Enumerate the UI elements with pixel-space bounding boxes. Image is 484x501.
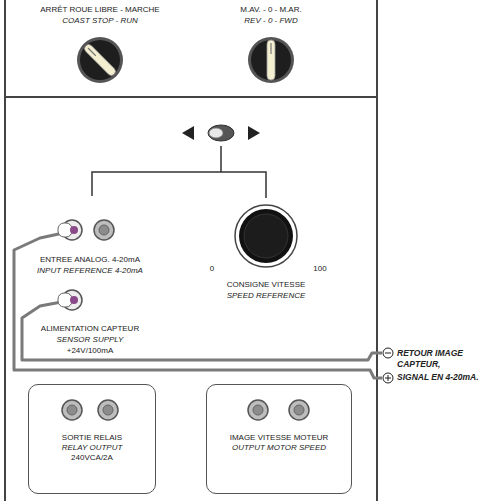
- jack-with-plug: [58, 220, 82, 240]
- panel-label: CONSIGNE VITESSE: [226, 280, 307, 290]
- panel-label: ALIMENTATION CAPTEUR: [40, 324, 140, 334]
- block-label: RELAY OUTPUT: [33, 443, 151, 453]
- panel-label: 100: [312, 264, 327, 274]
- block-label: SORTIE RELAIS: [33, 433, 151, 443]
- polarity-symbol: [383, 348, 393, 383]
- jack: [94, 220, 114, 240]
- callout-text: SIGNAL EN 4-20mA.: [396, 372, 484, 383]
- speed-knob: [235, 205, 297, 267]
- jack-pair: [62, 400, 309, 420]
- panel-label: +24V/100mA: [66, 346, 114, 356]
- callout-text: RETOUR IMAGE CAPTEUR,: [396, 348, 482, 370]
- panel-label: COAST STOP - RUN: [61, 16, 139, 26]
- panel-label: M.AV. - 0 - M.AR.: [239, 5, 302, 15]
- rotary-switch: [248, 37, 294, 83]
- panel-housing: [5, 0, 377, 501]
- block-label: IMAGE VITESSE MOTEUR: [211, 433, 347, 443]
- connector-block: IMAGE VITESSE MOTEUROUTPUT MOTOR SPEED: [206, 384, 352, 494]
- panel-label: INPUT REFERENCE 4-20mA: [36, 266, 144, 276]
- connector-block: SORTIE RELAISRELAY OUTPUT240VCA/2A: [28, 384, 156, 494]
- jack-with-plug: [58, 290, 82, 310]
- panel-divider: [5, 96, 377, 98]
- panel-label: ENTREE ANALOG. 4-20mA: [39, 255, 141, 265]
- panel-label: 0: [209, 264, 215, 274]
- panel-label: SPEED REFERENCE: [226, 291, 307, 301]
- rotary-switch: [77, 37, 123, 83]
- selector-bracket: [92, 146, 266, 198]
- toggle-switch: [182, 125, 260, 141]
- block-label: 240VCA/2A: [33, 453, 151, 463]
- panel-label: ARRÊT ROUE LIBRE - MARCHE: [39, 5, 160, 15]
- block-label: OUTPUT MOTOR SPEED: [211, 443, 347, 453]
- jack-pair: [67, 405, 304, 415]
- panel-label: SENSOR SUPPLY: [56, 335, 125, 345]
- signal-wire: [14, 232, 382, 378]
- panel-label: REV - 0 - FWD: [243, 16, 298, 26]
